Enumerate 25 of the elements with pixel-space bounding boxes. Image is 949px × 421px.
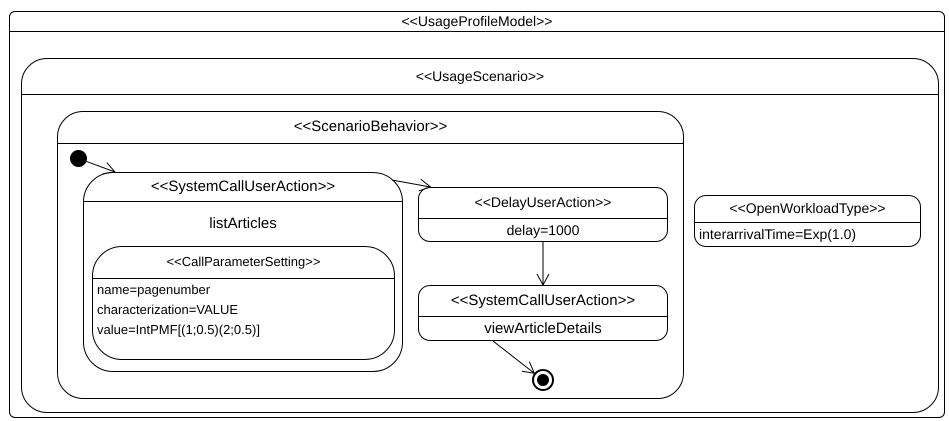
transition-arrow xyxy=(391,178,431,192)
stereotype-label: <<ScenarioBehavior>> xyxy=(294,118,448,137)
attribute-text: delay=1000 xyxy=(506,221,580,240)
stereotype-label: <<UsageScenario>> xyxy=(416,68,544,86)
stereotype-label: <<SystemCallUserAction>> xyxy=(450,292,636,310)
attribute-text: characterization=VALUE xyxy=(97,300,238,319)
state-box xyxy=(418,285,668,341)
stereotype-label: <<SystemCallUserAction>> xyxy=(150,178,336,196)
stereotype-label: <<OpenWorkloadType>> xyxy=(729,200,886,218)
attribute-text: name=pagenumber xyxy=(97,281,210,299)
model-frame xyxy=(57,111,684,399)
attribute-text: viewArticleDetails xyxy=(484,319,602,339)
state-box xyxy=(418,187,668,242)
stereotype-label: <<UsageProfileModel>> xyxy=(402,12,552,30)
state-box xyxy=(83,172,403,372)
attribute-text: listArticles xyxy=(209,214,277,234)
stereotype-label: <<DelayUserAction>> xyxy=(474,194,612,212)
attribute-text: interarrivalTime=Exp(1.0) xyxy=(699,225,856,244)
transition-arrow xyxy=(86,160,116,174)
state-box xyxy=(694,195,921,247)
stereotype-label: <<CallParameterSetting>> xyxy=(166,254,320,271)
transition-arrow xyxy=(492,340,535,374)
state-box xyxy=(92,246,395,360)
transition-arrow xyxy=(536,242,550,286)
attribute-text: value=IntPMF[(1;0.5)(2;0.5)] xyxy=(97,320,260,339)
